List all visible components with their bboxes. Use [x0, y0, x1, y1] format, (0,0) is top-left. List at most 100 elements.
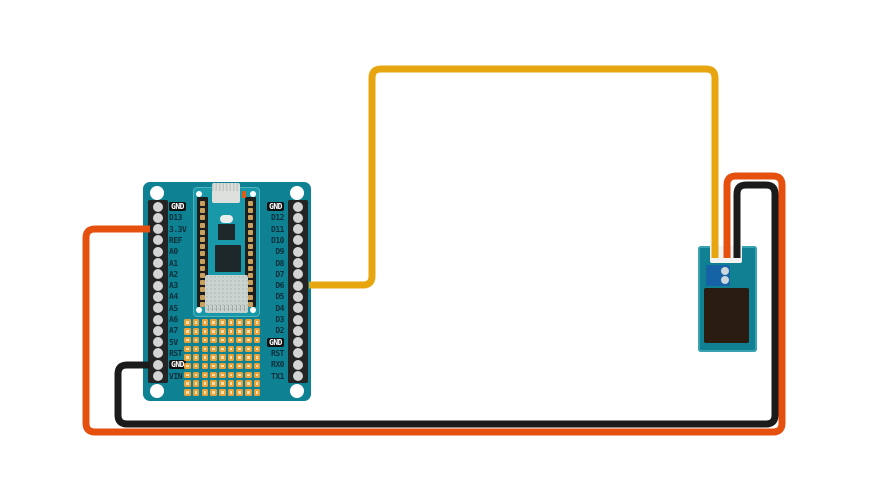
proto-pad: [245, 389, 252, 396]
nano-header-pad: [247, 280, 253, 286]
proto-pad: [201, 354, 209, 361]
usb-connector: [212, 183, 240, 203]
nano-header-pad: [247, 222, 253, 228]
terminal-pin-hole: [293, 314, 303, 325]
nano-header-pad: [247, 258, 253, 264]
proto-pad: [201, 336, 209, 344]
terminal-pin-hole: [153, 337, 163, 348]
proto-pad: [192, 319, 200, 326]
nano-header-pad: [199, 244, 205, 250]
proto-pad: [236, 336, 243, 344]
nano-header-pad: [199, 287, 205, 293]
nano-header-pad: [247, 244, 253, 250]
nano-header-pad: [199, 215, 205, 221]
sensor-wire-connector: [710, 246, 742, 263]
proto-pad: [245, 371, 252, 379]
nano-header-pad: [247, 294, 253, 300]
sensor-led-dot: [721, 267, 729, 275]
proto-pad: [201, 380, 209, 387]
proto-pad: [227, 345, 235, 352]
proto-pad: [219, 319, 226, 326]
proto-pad: [192, 336, 200, 344]
terminal-pin-hole: [153, 258, 163, 268]
terminal-pin-hole: [153, 371, 163, 381]
proto-pad: [219, 345, 226, 352]
nano-header-pad: [199, 229, 205, 235]
terminal-pin-hole: [153, 325, 163, 336]
proto-pad: [201, 328, 209, 335]
proto-pad: [201, 362, 209, 370]
proto-pad: [253, 371, 261, 379]
terminal-pin-hole: [153, 359, 163, 370]
proto-pad: [210, 362, 217, 370]
nano-header-pad: [247, 229, 253, 235]
proto-pad: [201, 371, 209, 379]
nano-mount-hole: [250, 307, 256, 313]
proto-pad: [184, 319, 191, 326]
proto-pad: [210, 328, 217, 335]
rf-shield: [204, 275, 248, 313]
terminal-pin-hole: [293, 258, 303, 268]
proto-pad: [201, 345, 209, 352]
terminal-pin-hole: [153, 212, 163, 223]
terminal-pin-hole: [153, 314, 163, 325]
terminal-pin-hole: [293, 291, 303, 302]
left-terminal-strip: [148, 200, 168, 383]
proto-pad: [184, 336, 191, 344]
terminal-pin-hole: [153, 269, 163, 280]
proto-pad: [245, 336, 252, 344]
gnd-badge: GND: [267, 202, 284, 211]
nano-header-pad: [199, 251, 205, 257]
proto-pad: [210, 380, 217, 387]
proto-pad: [201, 389, 209, 396]
terminal-pin-hole: [293, 359, 303, 370]
proto-pad: [227, 371, 235, 379]
proto-pad: [236, 354, 243, 361]
mount-hole: [290, 186, 304, 200]
proto-pad: [245, 345, 252, 352]
terminal-pin-hole: [153, 348, 163, 359]
proto-pad: [210, 371, 217, 379]
proto-pad: [219, 328, 226, 335]
proto-pad: [245, 319, 252, 326]
proto-pad: [184, 371, 191, 379]
terminal-pin-hole: [293, 212, 303, 223]
terminal-pin-hole: [293, 337, 303, 348]
terminal-pin-hole: [293, 201, 303, 212]
proto-pad: [253, 362, 261, 370]
proto-pad: [227, 354, 235, 361]
mount-hole: [290, 384, 304, 398]
proto-pad: [219, 336, 226, 344]
sensor-led-dot: [721, 276, 729, 284]
proto-pad: [210, 345, 217, 352]
proto-pad: [253, 319, 261, 326]
proto-pad: [184, 380, 191, 387]
terminal-pin-hole: [293, 235, 303, 246]
proto-pad: [236, 389, 243, 396]
proto-pad: [219, 354, 226, 361]
proto-pad: [227, 380, 235, 387]
proto-pad: [184, 389, 191, 396]
proto-pad: [184, 328, 191, 335]
nano-header-pad: [247, 287, 253, 293]
proto-pad: [184, 354, 191, 361]
main-chip: [215, 245, 241, 272]
sensor-module: [698, 246, 757, 352]
proto-pad: [236, 371, 243, 379]
proto-pad: [227, 389, 235, 396]
proto-pad: [253, 389, 261, 396]
proto-pad: [192, 371, 200, 379]
proto-pad: [253, 336, 261, 344]
proto-pad: [210, 336, 217, 344]
proto-pad: [245, 380, 252, 387]
proto-pad: [236, 380, 243, 387]
nano-header-pad: [199, 258, 205, 264]
proto-pad: [253, 354, 261, 361]
proto-pad: [192, 328, 200, 335]
proto-pad: [192, 380, 200, 387]
proto-pad: [236, 319, 243, 326]
proto-pad: [236, 345, 243, 352]
proto-pad: [253, 380, 261, 387]
